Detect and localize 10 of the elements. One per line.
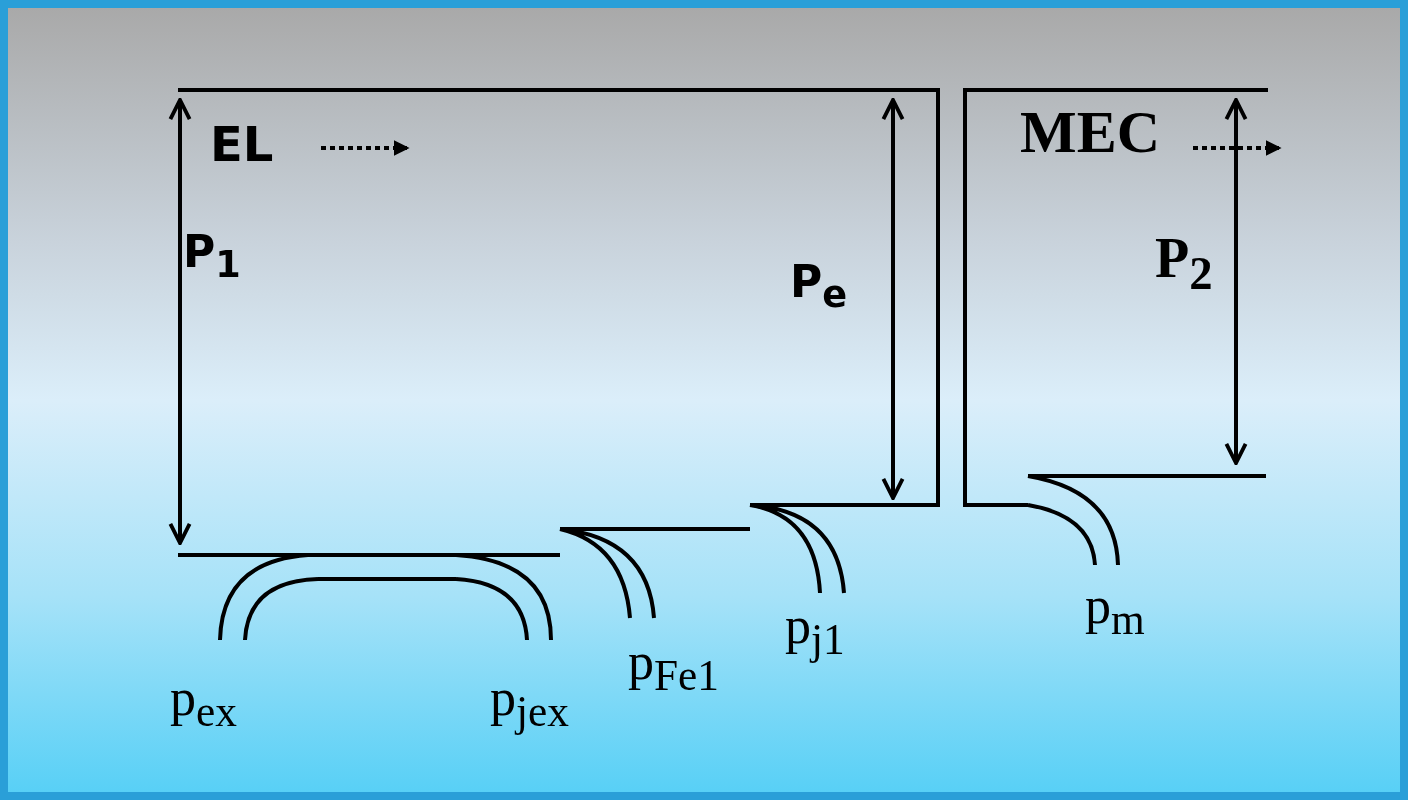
- block-label: MEC: [1020, 102, 1160, 162]
- block-label: EL: [210, 120, 274, 168]
- power-label: P$_{2}$: [1155, 230, 1213, 297]
- loss-label: p$_{jex}$: [490, 672, 569, 734]
- power-label: P$_{1}$: [183, 230, 241, 284]
- loss-label: p$_{ex}$: [170, 672, 237, 734]
- loss-label: p$_{m}$: [1085, 580, 1145, 642]
- loss-label: p$_{j1}$: [785, 600, 845, 662]
- power-label: P$_{e}$: [790, 260, 848, 314]
- loss-label: p$_{Fe1}$: [628, 636, 719, 698]
